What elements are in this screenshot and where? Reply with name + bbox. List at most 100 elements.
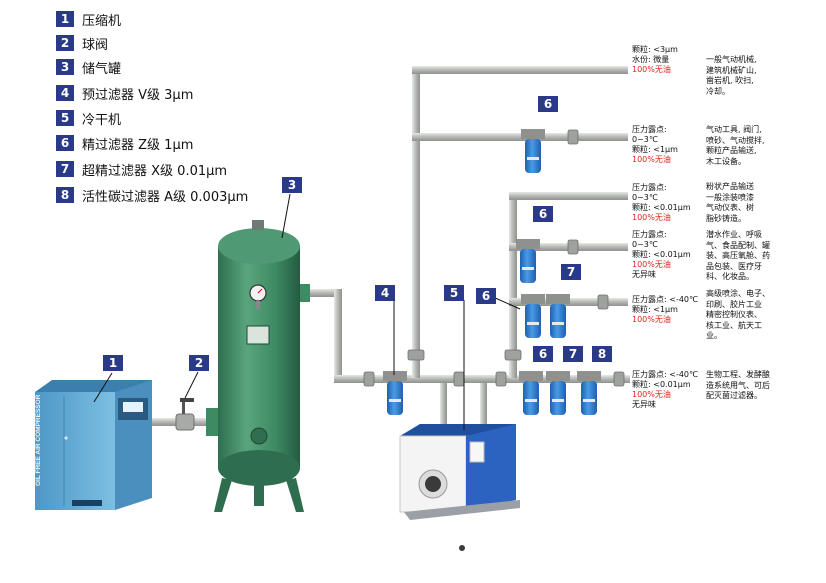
application-line: 建筑机械矿山,	[706, 65, 757, 75]
condition-line: 颗粒: <1μm	[632, 145, 678, 154]
legend-label: 预过滤器 V级 3μm	[82, 87, 194, 103]
condition-line: 压力露点:	[632, 125, 667, 134]
application-line: 品包装、医疗牙	[706, 261, 762, 271]
application-line: 科、化妆品。	[706, 272, 754, 281]
condition-line: 压力露点:	[632, 230, 667, 239]
legend-item-air-tank: 3 储气罐	[56, 57, 121, 77]
condition-line: 压力露点: <-40℃	[632, 295, 698, 304]
pipe-dryer-in	[440, 383, 447, 433]
tag-fine-filter-top: 6	[538, 96, 558, 112]
pipe-tank-down	[334, 289, 342, 381]
application-line: 冷却。	[706, 86, 730, 96]
legend-badge: 5	[56, 110, 74, 126]
inline-valves	[363, 129, 625, 387]
condition-line: 0~3℃	[632, 240, 658, 249]
legend-label: 超精过滤器 X级 0.01μm	[82, 163, 228, 179]
pre-filter-4	[383, 371, 407, 415]
condition-line: 颗粒: <1μm	[632, 305, 678, 314]
pipe-dryer-out	[480, 383, 487, 433]
branch-6-conditions: 压力露点: <-40℃ 颗粒: <0.01μm 100%无油 无异味	[632, 370, 698, 410]
application-line: 造系统用气、可后	[706, 380, 770, 390]
oil-free-label: 100%无油	[632, 213, 671, 222]
branch-3-applications: 粉状产品输送 一般涂装喷漆 气动仪表、树 脂砂铸造。	[706, 182, 754, 224]
legend-item-dryer: 5 冷干机	[56, 108, 121, 128]
application-line: 核工业、航天工	[706, 320, 762, 330]
pipe-second-riser	[509, 192, 517, 378]
carbon-filter-8-main	[577, 371, 601, 415]
legend-label: 精过滤器 Z级 1μm	[82, 137, 194, 153]
condition-line: 颗粒: <3μm	[632, 45, 678, 54]
application-line: 脂砂铸造。	[706, 213, 746, 223]
pipe-branch-3	[509, 192, 628, 200]
tag-fine-filter-branch5: 6	[476, 288, 496, 304]
fine-filter-6-branch4	[516, 239, 540, 283]
branch-1-conditions: 颗粒: <3μm 水份: 微量 100%无油	[632, 45, 678, 75]
legend-item-carbon-filter: 8 活性碳过滤器 A级 0.003μm	[56, 185, 248, 205]
application-line: 气动仪表、树	[706, 203, 754, 212]
application-line: 气动工具, 阀门,	[706, 125, 762, 134]
branch-5-applications: 高级喷涂、电子、 印刷、胶片工业 精密控制仪表、 核工业、航天工 业。	[706, 289, 770, 342]
compressor-side-text: OIL FREE AIR COMPRESSOR	[35, 394, 42, 486]
oil-free-label: 100%无油	[632, 260, 671, 269]
pipe-tank-out	[300, 289, 342, 297]
branch-2-conditions: 压力露点: 0~3℃ 颗粒: <1μm 100%无油	[632, 125, 678, 165]
legend-badge: 2	[56, 35, 74, 51]
legend-badge: 3	[56, 59, 74, 75]
tag-ultra-filter-branch5: 7	[561, 264, 581, 280]
application-line: 气、食品配制、罐	[706, 240, 770, 250]
legend-item-ball-valve: 2 球阀	[56, 33, 108, 53]
application-line: 配灭菌过滤器。	[706, 391, 762, 400]
tag-carbon-filter-main: 8	[592, 346, 612, 362]
legend-item-pre-filter: 4 预过滤器 V级 3μm	[56, 83, 193, 103]
application-line: 高级喷涂、电子、	[706, 289, 770, 298]
application-line: 精密控制仪表、	[706, 310, 762, 319]
application-line: 印刷、胶片工业	[706, 299, 762, 309]
condition-line: 无异味	[632, 270, 656, 279]
legend-label: 球阀	[82, 37, 109, 53]
pipe-branch-2	[412, 133, 628, 141]
condition-line: 颗粒: <0.01μm	[632, 203, 691, 212]
legend-item-compressor: 1 压缩机	[56, 9, 121, 29]
refrigerated-dryer	[399, 424, 520, 551]
legend-label: 活性碳过滤器 A级 0.003μm	[82, 189, 249, 205]
fine-filter-6-branch5	[521, 294, 545, 338]
application-line: 凿岩机, 吹扫,	[706, 76, 754, 85]
tag-compressor: 1	[103, 355, 123, 371]
condition-line: 无异味	[632, 400, 656, 409]
legend-item-ultra-filter: 7 超精过滤器 X级 0.01μm	[56, 159, 227, 179]
oil-free-label: 100%无油	[632, 155, 671, 164]
branch-4-conditions: 压力露点: 0~3℃ 颗粒: <0.01μm 100%无油 无异味	[632, 230, 691, 280]
legend-item-fine-filter: 6 精过滤器 Z级 1μm	[56, 133, 193, 153]
branch-6-applications: 生物工程、发酵酿 造系统用气、可后 配灭菌过滤器。	[706, 370, 770, 402]
pipe-main	[334, 375, 630, 383]
pipe-top-branch	[412, 66, 628, 74]
application-line: 喷砂、气动搅拌,	[706, 135, 765, 145]
pipe-top-riser	[412, 66, 420, 378]
legend-label: 冷干机	[82, 112, 122, 128]
condition-line: 水份: 微量	[632, 55, 670, 64]
legend-badge: 4	[56, 85, 74, 101]
condition-line: 0~3℃	[632, 193, 658, 202]
legend-badge: 6	[56, 135, 74, 151]
pointer-lines	[93, 193, 521, 430]
tag-fine-filter-main: 6	[533, 346, 553, 362]
application-line: 颗粒产品输送,	[706, 146, 757, 155]
tag-pre-filter: 4	[375, 285, 395, 301]
tag-fine-filter-branch4: 6	[533, 206, 553, 222]
fine-filter-6-main	[519, 371, 543, 415]
tag-ultra-filter-main: 7	[563, 346, 583, 362]
ultra-filter-7-branch5	[546, 294, 570, 338]
application-line: 木工设备。	[706, 156, 746, 166]
tag-dryer: 5	[444, 285, 464, 301]
fine-filter-6-top	[521, 129, 545, 173]
condition-line: 颗粒: <0.01μm	[632, 380, 691, 389]
oil-free-label: 100%无油	[632, 65, 671, 74]
condition-line: 颗粒: <0.01μm	[632, 250, 691, 259]
application-line: 粉状产品输送	[706, 182, 754, 191]
air-receiver-tank	[206, 220, 310, 512]
application-line: 装、高压氧舱、药	[706, 251, 770, 260]
legend-badge: 1	[56, 11, 74, 27]
application-line: 潜水作业、呼吸	[706, 230, 762, 239]
application-line: 生物工程、发酵酿	[706, 370, 770, 379]
application-line: 一般气动机械,	[706, 55, 757, 64]
